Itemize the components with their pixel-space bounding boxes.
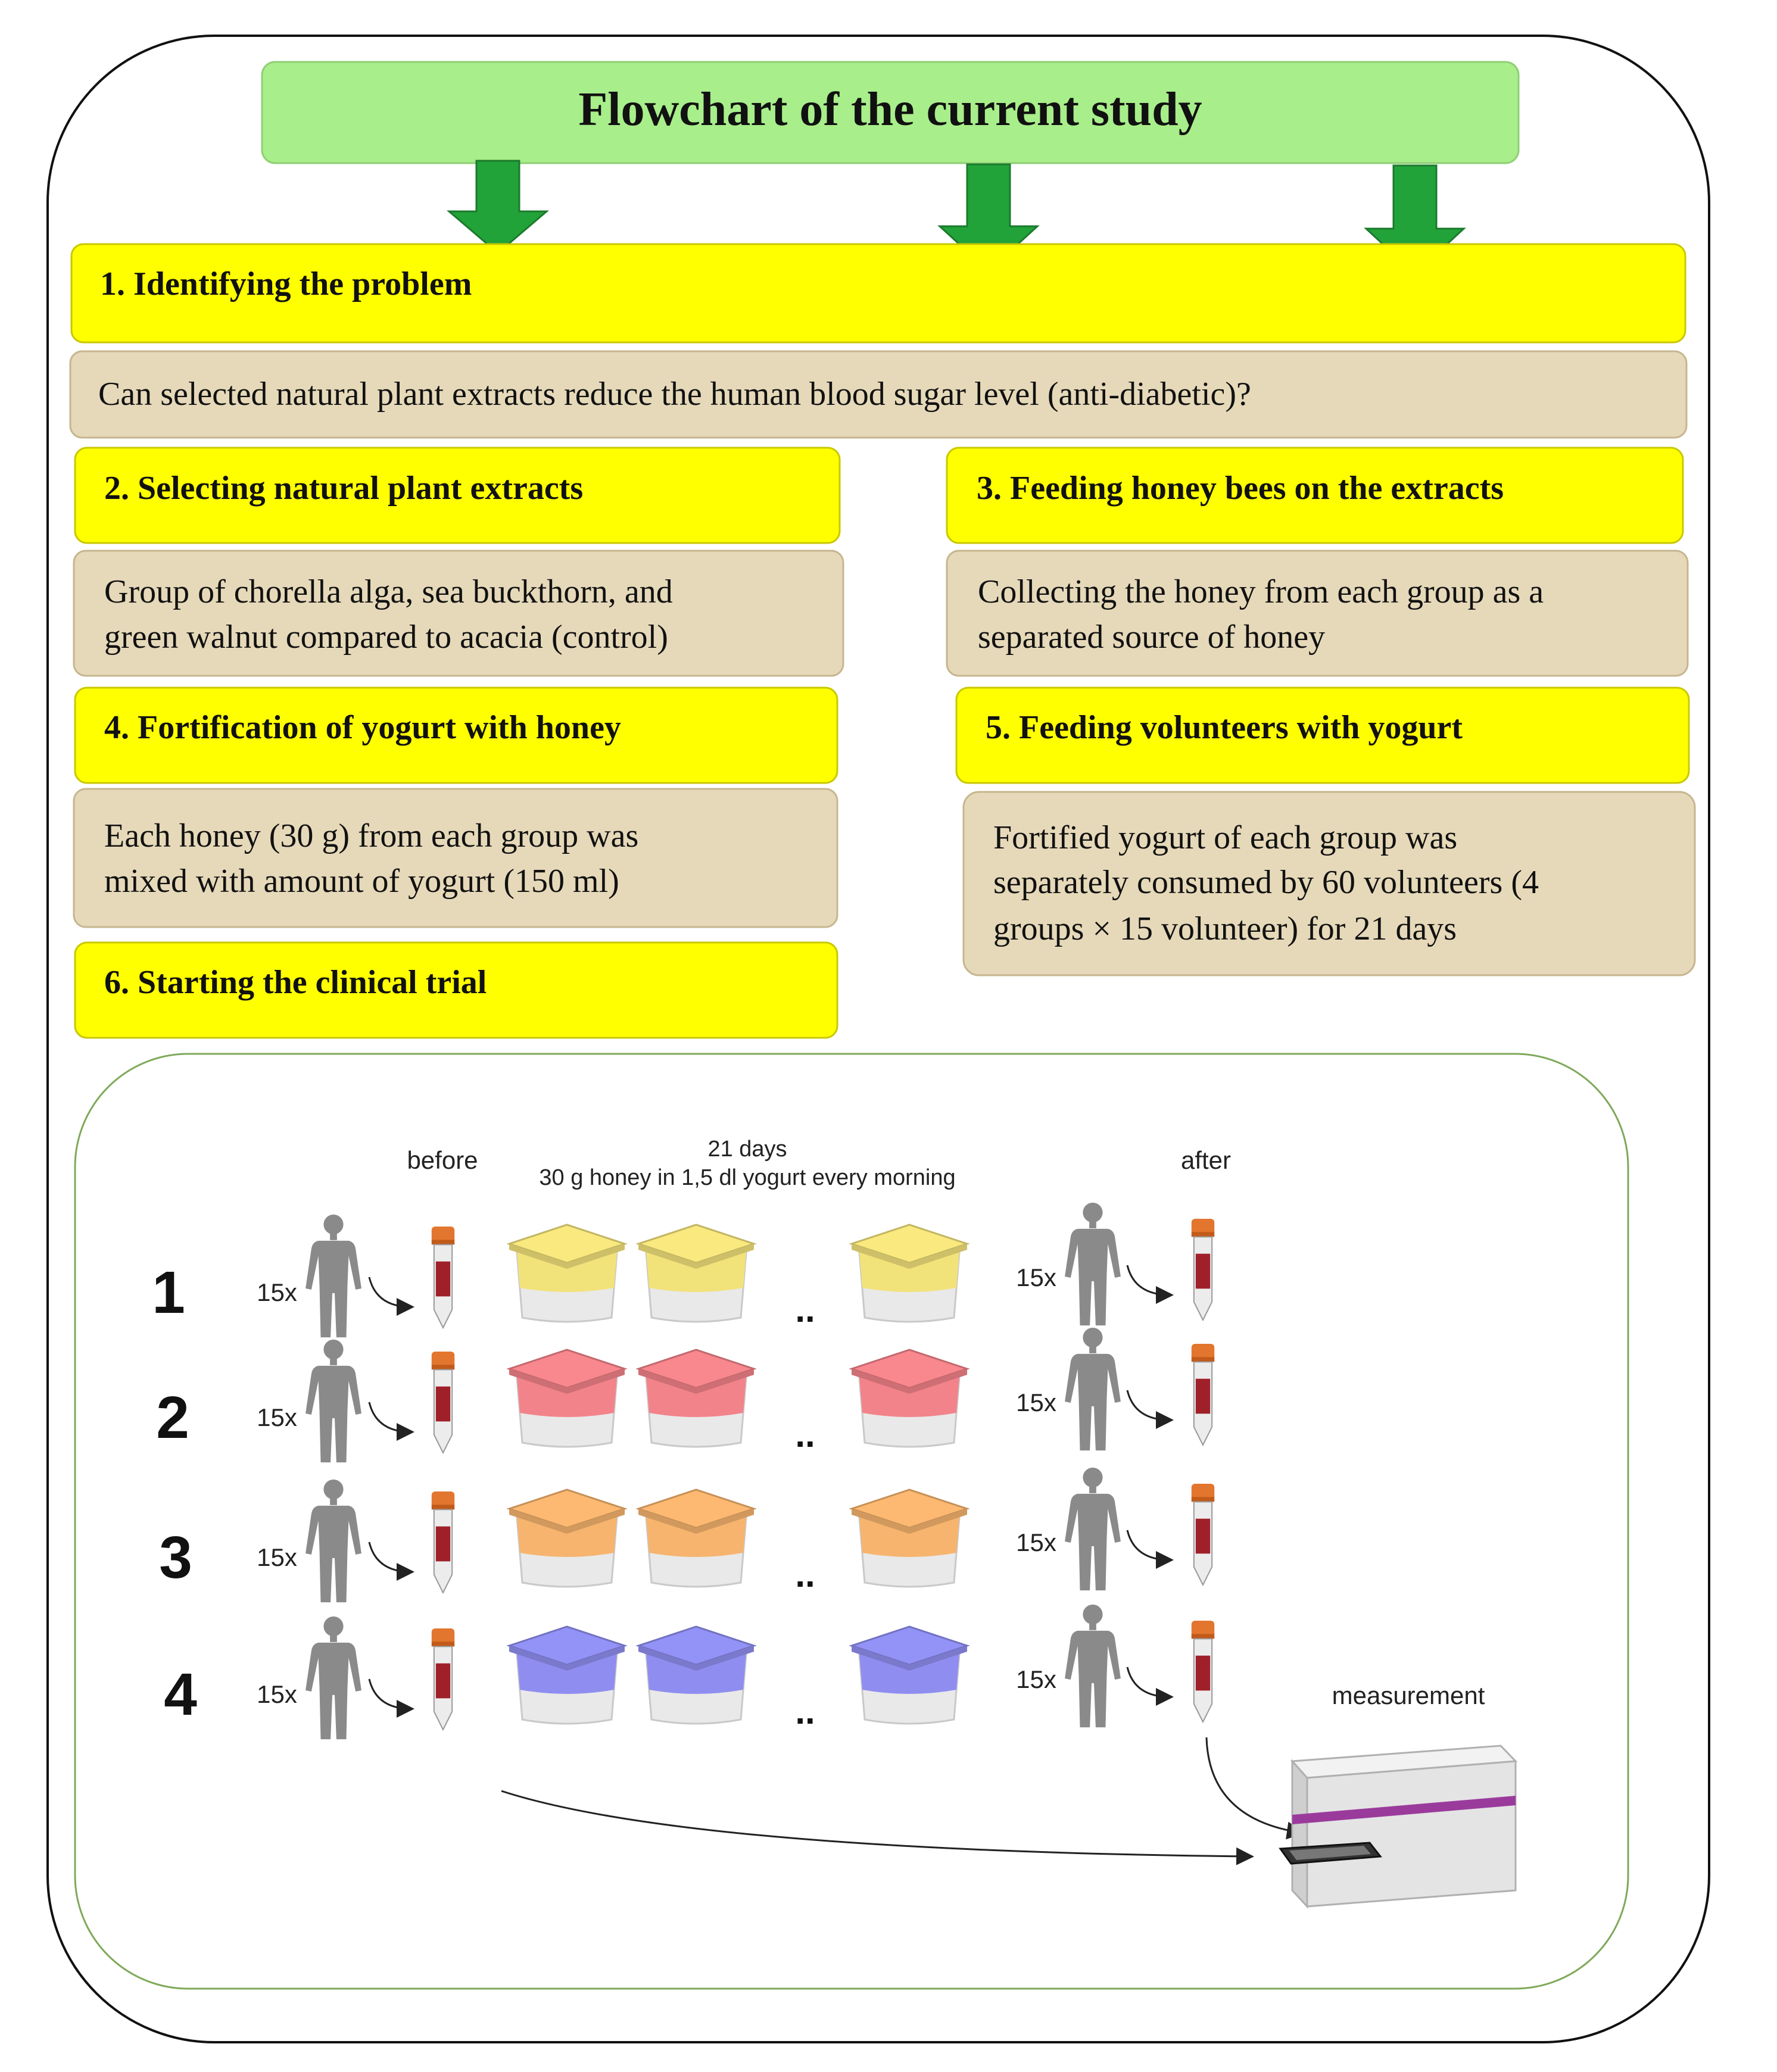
flowchart-title: Flowchart of the current study (578, 83, 1202, 136)
group-number: 3 (159, 1524, 192, 1591)
blood-tube-icon (1190, 1344, 1215, 1446)
step-1-heading: 1. Identifying the problem (100, 266, 472, 302)
measurement-label: measurement (1332, 1681, 1485, 1709)
sample-arrow (1126, 1530, 1174, 1569)
step-3-body-line: Collecting the honey from each group as … (978, 573, 1544, 610)
blood-tube-icon (1190, 1484, 1215, 1586)
group-number: 4 (164, 1661, 197, 1728)
clinical-trial-panel (74, 1053, 1629, 1990)
step-3-body-line: separated source of honey (978, 619, 1325, 656)
ellipsis: .. (795, 1290, 815, 1330)
step-5-body-line: groups × 15 volunteer) for 21 days (993, 910, 1457, 947)
yogurt-cup-icon (849, 1224, 970, 1323)
step-2-heading: 2. Selecting natural plant extracts (104, 470, 583, 507)
blood-tube-icon (431, 1628, 456, 1731)
volunteer-count: 15x (257, 1680, 297, 1708)
sample-arrow (368, 1541, 414, 1581)
yogurt-cup-icon (635, 1625, 757, 1725)
step-4-body-line: mixed with amount of yogurt (150 ml) (104, 863, 619, 900)
sample-arrow (1126, 1390, 1174, 1429)
sample-arrow (368, 1678, 414, 1718)
blood-tube-icon (431, 1227, 456, 1329)
plate-reader-icon (1279, 1745, 1518, 1909)
step-2-body-box (73, 550, 844, 677)
sample-arrow (368, 1277, 414, 1316)
yogurt-cup-icon (849, 1349, 970, 1448)
volunteer-count: 15x (257, 1403, 297, 1431)
after-label: after (1181, 1146, 1231, 1174)
step-4-body-line: Each honey (30 g) from each group was (104, 817, 638, 854)
title-box (261, 61, 1520, 164)
yogurt-cup-icon (635, 1489, 757, 1588)
group-number: 2 (156, 1384, 189, 1451)
blood-tube-icon (431, 1352, 456, 1454)
volunteer-count: 15x (1016, 1665, 1056, 1693)
step-5-body-box (962, 791, 1696, 976)
yogurt-cup-icon (506, 1349, 628, 1448)
step-2-body-line: Group of chorella alga, sea buckthorn, a… (104, 573, 673, 610)
yogurt-cup-icon (635, 1224, 757, 1323)
down-arrow-icon (446, 160, 550, 254)
step-5-body-line: Fortified yogurt of each group was (993, 819, 1457, 856)
sample-arrow (368, 1402, 414, 1441)
blood-tube-icon (1190, 1219, 1215, 1321)
yogurt-cup-icon (849, 1625, 970, 1725)
blood-tube-icon (1190, 1621, 1215, 1723)
step-1-heading-box (70, 243, 1686, 344)
step-2-body-line: green walnut compared to acacia (control… (104, 619, 668, 656)
step-5-heading: 5. Feeding volunteers with yogurt (986, 709, 1463, 746)
to-measurement-arrow (501, 1790, 1254, 1865)
step-6-heading-box (74, 941, 838, 1039)
volunteer-count: 15x (1016, 1263, 1056, 1291)
volunteer-count: 15x (1016, 1388, 1056, 1416)
volunteer-count: 15x (1016, 1528, 1056, 1556)
ellipsis: .. (795, 1692, 815, 1731)
step-6-heading: 6. Starting the clinical trial (104, 964, 487, 1001)
ellipsis: .. (795, 1415, 815, 1455)
before-label: before (407, 1146, 478, 1174)
after-sample-arrow (1205, 1737, 1305, 1840)
ellipsis: .. (795, 1555, 815, 1594)
group-number: 1 (152, 1259, 185, 1326)
yogurt-cup-icon (635, 1349, 757, 1448)
step-4-heading-box (74, 686, 838, 784)
step-3-body-box (946, 550, 1689, 677)
yogurt-cup-icon (506, 1224, 628, 1323)
step-5-body-line: separately consumed by 60 volunteers (4 (993, 864, 1539, 901)
sample-arrow (1126, 1667, 1174, 1706)
step-4-heading: 4. Fortification of yogurt with honey (104, 709, 621, 746)
step-4-body-box (73, 788, 838, 928)
blood-tube-icon (431, 1491, 456, 1594)
yogurt-cup-icon (506, 1489, 628, 1588)
step-1-body-box (69, 350, 1688, 439)
step-2-heading-box (74, 447, 841, 544)
regimen-label: 30 g honey in 1,5 dl yogurt every mornin… (539, 1165, 955, 1190)
step-5-heading-box (955, 686, 1690, 784)
days-label: 21 days (707, 1137, 787, 1162)
sample-arrow (1126, 1265, 1174, 1304)
step-3-heading-box (946, 447, 1684, 544)
step-1-body: Can selected natural plant extracts redu… (98, 376, 1251, 413)
yogurt-cup-icon (849, 1489, 970, 1588)
trial-groups: 1 15x.. 15x 2 15x.. 15x 3 15x.. 15x 4 15x.. 15x (152, 1202, 1215, 1740)
volunteer-count: 15x (257, 1278, 297, 1306)
yogurt-cup-icon (506, 1625, 628, 1725)
step-3-heading: 3. Feeding honey bees on the extracts (977, 470, 1504, 507)
volunteer-count: 15x (257, 1543, 297, 1571)
